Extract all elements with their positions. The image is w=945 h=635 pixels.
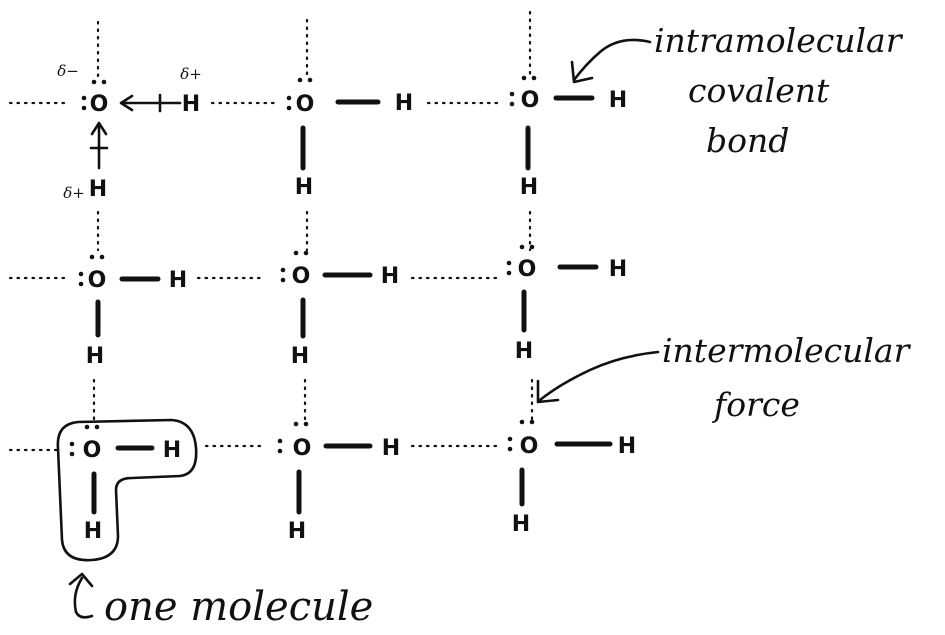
oxygen-atom: O bbox=[520, 434, 539, 459]
hydrogen-atom: H bbox=[295, 175, 313, 200]
labels: intramolecular covalent bond intermolecu… bbox=[104, 21, 912, 630]
oxygen-atom: O bbox=[83, 438, 102, 463]
molecule-outline bbox=[56, 418, 198, 562]
oxygen-atom: O bbox=[296, 92, 315, 117]
hydrogen-atom: H bbox=[382, 436, 400, 461]
dipole-arrow-head bbox=[119, 94, 134, 112]
oxygen-atom: O bbox=[90, 92, 109, 117]
force-label: force bbox=[711, 385, 800, 424]
oxygen-atom: O bbox=[88, 268, 107, 293]
hydrogen-atom: H bbox=[163, 438, 181, 463]
intramolecular-label: intramolecular bbox=[654, 21, 904, 60]
one-molecule-pointer bbox=[73, 576, 94, 619]
dipole-arrow-head bbox=[90, 121, 108, 136]
hydrogen-atom: H bbox=[381, 264, 399, 289]
one-molecule-pointer-head bbox=[68, 572, 94, 588]
hydrogen-atom: H bbox=[609, 257, 627, 282]
oxygen-atom: O bbox=[518, 257, 537, 282]
hydrogen-atom: H bbox=[288, 519, 306, 544]
oxygen-atom: O bbox=[292, 264, 311, 289]
covalent-bonds bbox=[91, 95, 613, 515]
hydrogen-atom: H bbox=[86, 344, 104, 369]
hydrogen-atom: H bbox=[515, 339, 533, 364]
oxygen-atom: O bbox=[521, 88, 540, 113]
hydrogen-atom: H bbox=[182, 92, 200, 117]
intramolecular-arrow bbox=[572, 38, 652, 82]
hydrogen-atom: H bbox=[169, 268, 187, 293]
partial-charge-positive: δ+ bbox=[63, 184, 85, 202]
hydrogen-atom: H bbox=[84, 519, 102, 544]
partial-charge-positive: δ+ bbox=[180, 65, 202, 83]
intermolecular-label: intermolecular bbox=[662, 331, 912, 370]
intramolecular-arrow-head bbox=[570, 60, 594, 84]
intermolecular-arrow bbox=[538, 350, 660, 402]
annotation-arrows bbox=[68, 38, 660, 619]
water-molecules: O H H O H H O H H O H H O H H O H H O H … bbox=[83, 88, 637, 544]
hydrogen-bonds bbox=[8, 10, 534, 452]
partial-charge-negative: δ− bbox=[57, 62, 79, 80]
hydrogen-atom: H bbox=[89, 177, 107, 202]
covalent-label: covalent bbox=[688, 71, 830, 110]
one-molecule-label: one molecule bbox=[104, 584, 373, 630]
hydrogen-atom: H bbox=[609, 88, 627, 113]
lone-pairs bbox=[69, 75, 537, 457]
hydrogen-atom: H bbox=[512, 512, 530, 537]
oxygen-atom: O bbox=[293, 436, 312, 461]
hydrogen-atom: H bbox=[395, 91, 413, 116]
intermolecular-arrow-head bbox=[536, 379, 560, 404]
bond-label: bond bbox=[706, 121, 789, 160]
hydrogen-atom: H bbox=[618, 434, 636, 459]
hydrogen-atom: H bbox=[291, 344, 309, 369]
hydrogen-atom: H bbox=[520, 175, 538, 200]
dipole-annotations: δ− δ+ δ+ bbox=[57, 62, 202, 202]
